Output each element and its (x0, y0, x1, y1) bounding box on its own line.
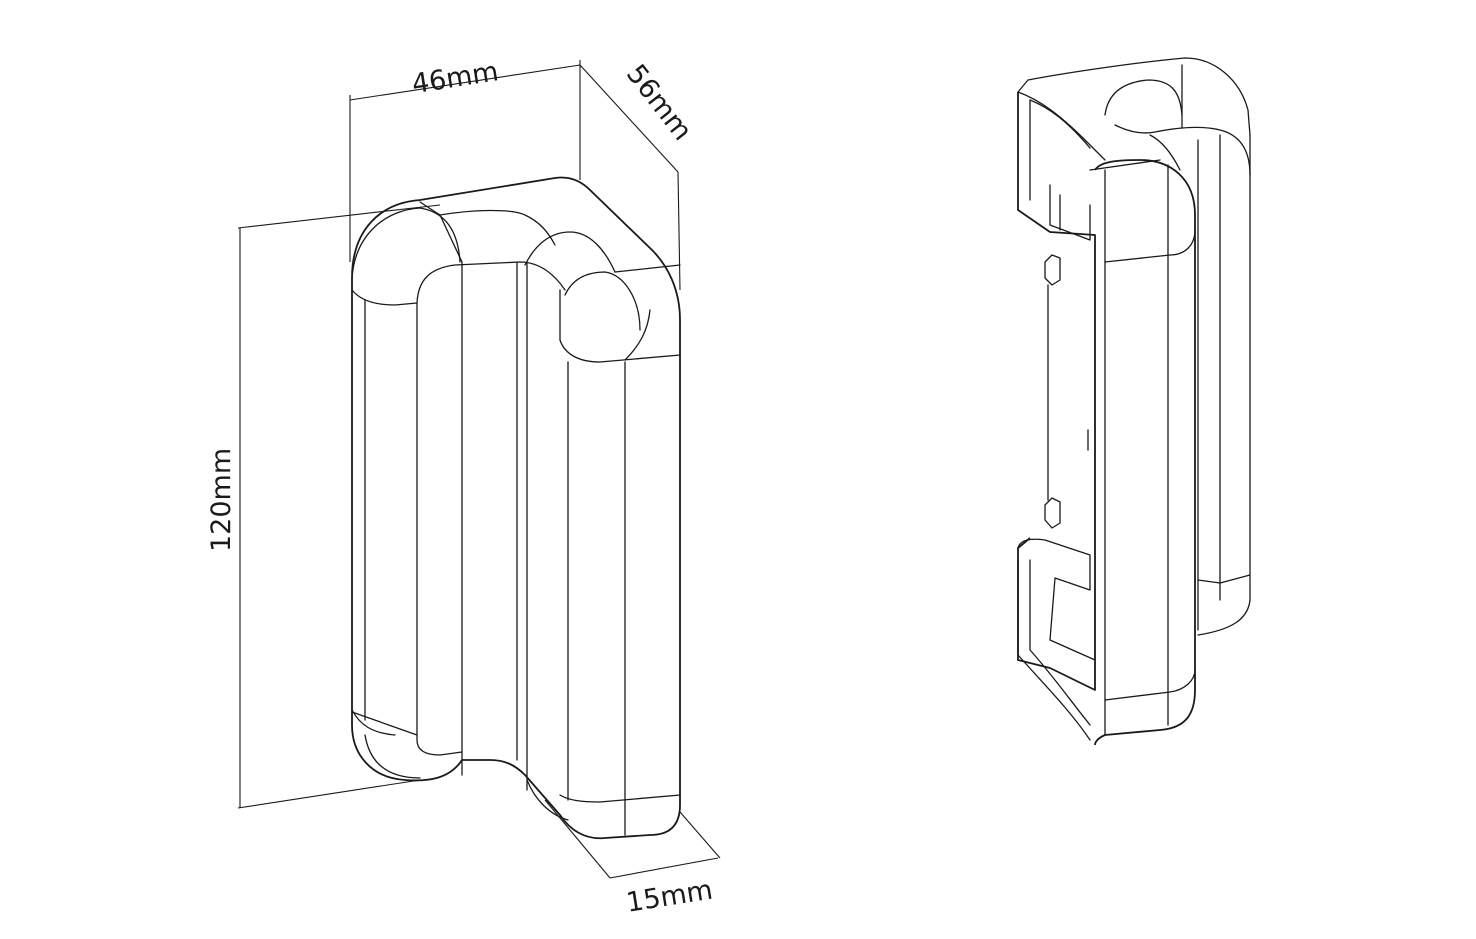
back-arm-band (1197, 574, 1251, 584)
hook-lower-band (1104, 669, 1196, 701)
outer-arm-bottom (351, 711, 418, 736)
back-arm-base (1197, 599, 1251, 636)
screw-top (1044, 254, 1061, 286)
top-slot (1049, 184, 1091, 241)
height-extension-top (237, 204, 441, 229)
outer-arm-bottom-curve (351, 709, 396, 736)
top-arch-inner (416, 261, 566, 304)
plate-top-bevel (1017, 91, 1106, 161)
hook-outline (351, 176, 681, 840)
hook-top-face (1089, 159, 1161, 171)
screw-bottom (1044, 497, 1061, 529)
thickness-dimension-line (609, 857, 719, 879)
height-label: 120mm (206, 448, 237, 552)
hook-rear-view (1017, 57, 1251, 746)
thickness-label: 15mm (624, 875, 715, 919)
dimension-lines (237, 60, 721, 879)
hook-body (1094, 159, 1196, 746)
back-arch-inner (1149, 134, 1181, 171)
hook-upper-band (1104, 229, 1196, 263)
height-extension-bottom (237, 779, 421, 809)
top-arch-outer (351, 207, 461, 279)
back-arch-outer (1104, 79, 1183, 116)
depth-dimension-line (579, 64, 679, 173)
width-dimension-line (349, 64, 581, 101)
bottom-slot (1017, 538, 1096, 661)
bottom-plate-edge (1017, 559, 1091, 741)
thickness-extension-right (679, 811, 721, 859)
right-arm-foot (526, 779, 569, 821)
outer-arm-face (351, 289, 463, 756)
outer-arm-base (364, 734, 421, 779)
shoulder-top-edge (614, 264, 681, 273)
shoulder-outer (524, 231, 616, 273)
thickness-extension-left (544, 799, 611, 879)
plate-top-edge (1017, 57, 1251, 136)
depth-extension (677, 171, 681, 291)
arch-top-band (439, 209, 556, 246)
bottom-plate-inner (1029, 559, 1091, 726)
depth-label: 56mm (620, 59, 698, 147)
arch-seam-1 (419, 201, 441, 216)
shoulder-curve (624, 309, 651, 361)
shoulder-lower-edge (559, 339, 681, 363)
shoulder-inner (564, 271, 641, 331)
hook-front-view (351, 176, 681, 840)
arch-seam-2 (439, 214, 463, 263)
right-arm-bottom (559, 794, 681, 803)
back-arch-band (1114, 124, 1251, 176)
plate-top-bevel-inner (1029, 99, 1091, 149)
width-label: 46mm (410, 56, 501, 100)
